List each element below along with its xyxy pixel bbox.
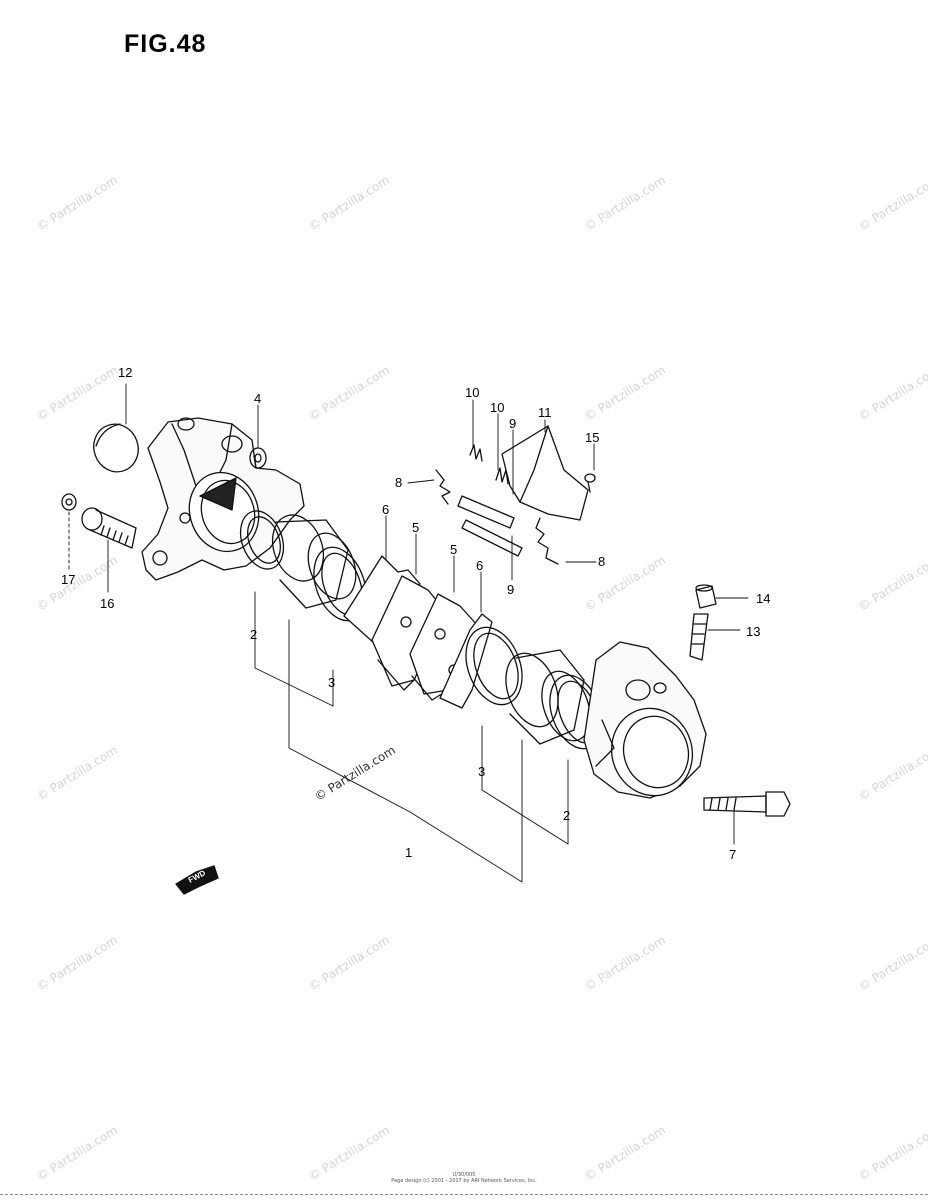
right-caliper-body bbox=[583, 641, 707, 799]
callout-2: 2 bbox=[250, 627, 258, 642]
callout-2: 2 bbox=[563, 808, 571, 823]
left-caliper-body bbox=[141, 417, 305, 581]
leader-lines bbox=[68, 383, 749, 883]
callout-4: 4 bbox=[254, 391, 262, 406]
part-16-bolt bbox=[81, 507, 137, 549]
part-9-pin-upper bbox=[457, 495, 515, 529]
fwd-arrow bbox=[175, 865, 219, 895]
part-1-piston-left bbox=[271, 514, 357, 609]
part-15-screw bbox=[584, 473, 596, 493]
part-17-nut bbox=[61, 493, 77, 511]
figure-title: FIG.48 bbox=[124, 30, 207, 58]
callout-7: 7 bbox=[729, 847, 737, 862]
callout-14: 14 bbox=[756, 591, 771, 606]
part-11-pad-cover bbox=[501, 425, 589, 521]
callout-15: 15 bbox=[585, 430, 600, 445]
callout-9: 9 bbox=[509, 416, 517, 431]
callout-13: 13 bbox=[746, 624, 761, 639]
callout-5: 5 bbox=[450, 542, 458, 557]
callout-10: 10 bbox=[490, 400, 505, 415]
callout-17: 17 bbox=[61, 572, 76, 587]
callout-1: 1 bbox=[405, 845, 413, 860]
callout-16: 16 bbox=[100, 596, 115, 611]
part-7-bolt bbox=[703, 791, 791, 817]
callout-12: 12 bbox=[118, 365, 133, 380]
page-footer: U/30/005 Page design (c) 2001 - 2017 by … bbox=[0, 1172, 928, 1184]
callout-11: 11 bbox=[538, 405, 552, 420]
footer-copyright: Page design (c) 2001 - 2017 by ARI Netwo… bbox=[391, 1178, 537, 1184]
callout-6: 6 bbox=[382, 502, 390, 517]
part-12-cap bbox=[93, 423, 139, 473]
callout-8: 8 bbox=[395, 475, 403, 490]
callout-10: 10 bbox=[465, 385, 480, 400]
callout-8: 8 bbox=[598, 554, 606, 569]
callout-3: 3 bbox=[328, 675, 336, 690]
part-9-pin-lower bbox=[461, 519, 523, 557]
footer-code: U/30/005 bbox=[452, 1172, 476, 1178]
part-2-seal-left bbox=[239, 510, 285, 570]
callout-9: 9 bbox=[507, 582, 515, 597]
part-8-spring-left bbox=[435, 469, 451, 505]
callout-5: 5 bbox=[412, 520, 420, 535]
part-1-piston-right bbox=[505, 649, 591, 745]
callout-3: 3 bbox=[478, 764, 486, 779]
part-13-bleed-screw bbox=[689, 613, 709, 661]
page-bottom-rule bbox=[0, 1194, 928, 1195]
part-10-clip-a bbox=[469, 444, 483, 462]
part-8-spring-right bbox=[535, 517, 559, 565]
callout-6: 6 bbox=[476, 558, 484, 573]
part-14-cap bbox=[695, 584, 717, 609]
